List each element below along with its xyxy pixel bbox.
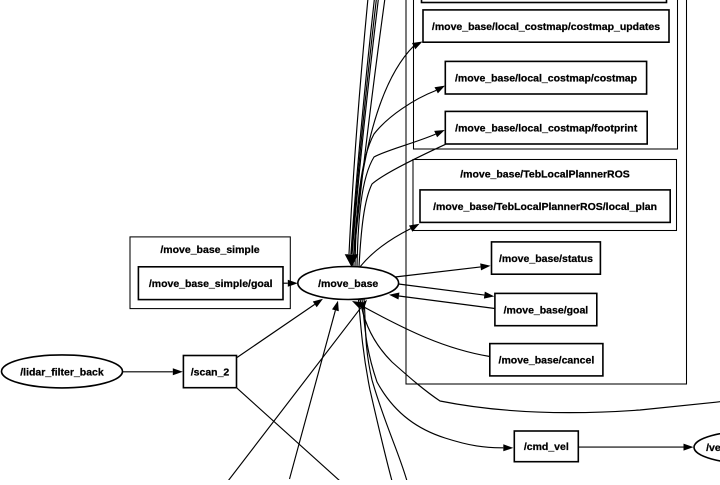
svg-text:/move_base: /move_base	[318, 278, 378, 290]
svg-text:/cmd_vel: /cmd_vel	[524, 441, 569, 453]
svg-text:/move_base/local_costmap/costm: /move_base/local_costmap/costmap	[455, 73, 637, 85]
svg-text:/move_base/TebLocalPlannerROS: /move_base/TebLocalPlannerROS	[460, 169, 630, 181]
svg-text:/velocity_smoother: /velocity_smoother	[706, 442, 720, 454]
svg-text:/move_base/cancel: /move_base/cancel	[499, 355, 595, 367]
svg-text:/scan_2: /scan_2	[191, 366, 230, 378]
svg-text:/lidar_filter_back: /lidar_filter_back	[20, 366, 104, 378]
svg-text:/move_base/goal: /move_base/goal	[504, 304, 589, 316]
svg-text:/move_base/TebLocalPlannerROS/: /move_base/TebLocalPlannerROS/local_plan	[433, 201, 657, 213]
svg-text:/move_base/status: /move_base/status	[499, 253, 593, 265]
svg-text:/move_base_simple/goal: /move_base_simple/goal	[149, 278, 273, 290]
svg-text:/move_base/local_costmap/costm: /move_base/local_costmap/costmap_updates	[432, 21, 660, 33]
svg-text:/move_base/local_costmap/footp: /move_base/local_costmap/footprint	[455, 123, 638, 135]
svg-text:/move_base_simple: /move_base_simple	[160, 244, 259, 256]
